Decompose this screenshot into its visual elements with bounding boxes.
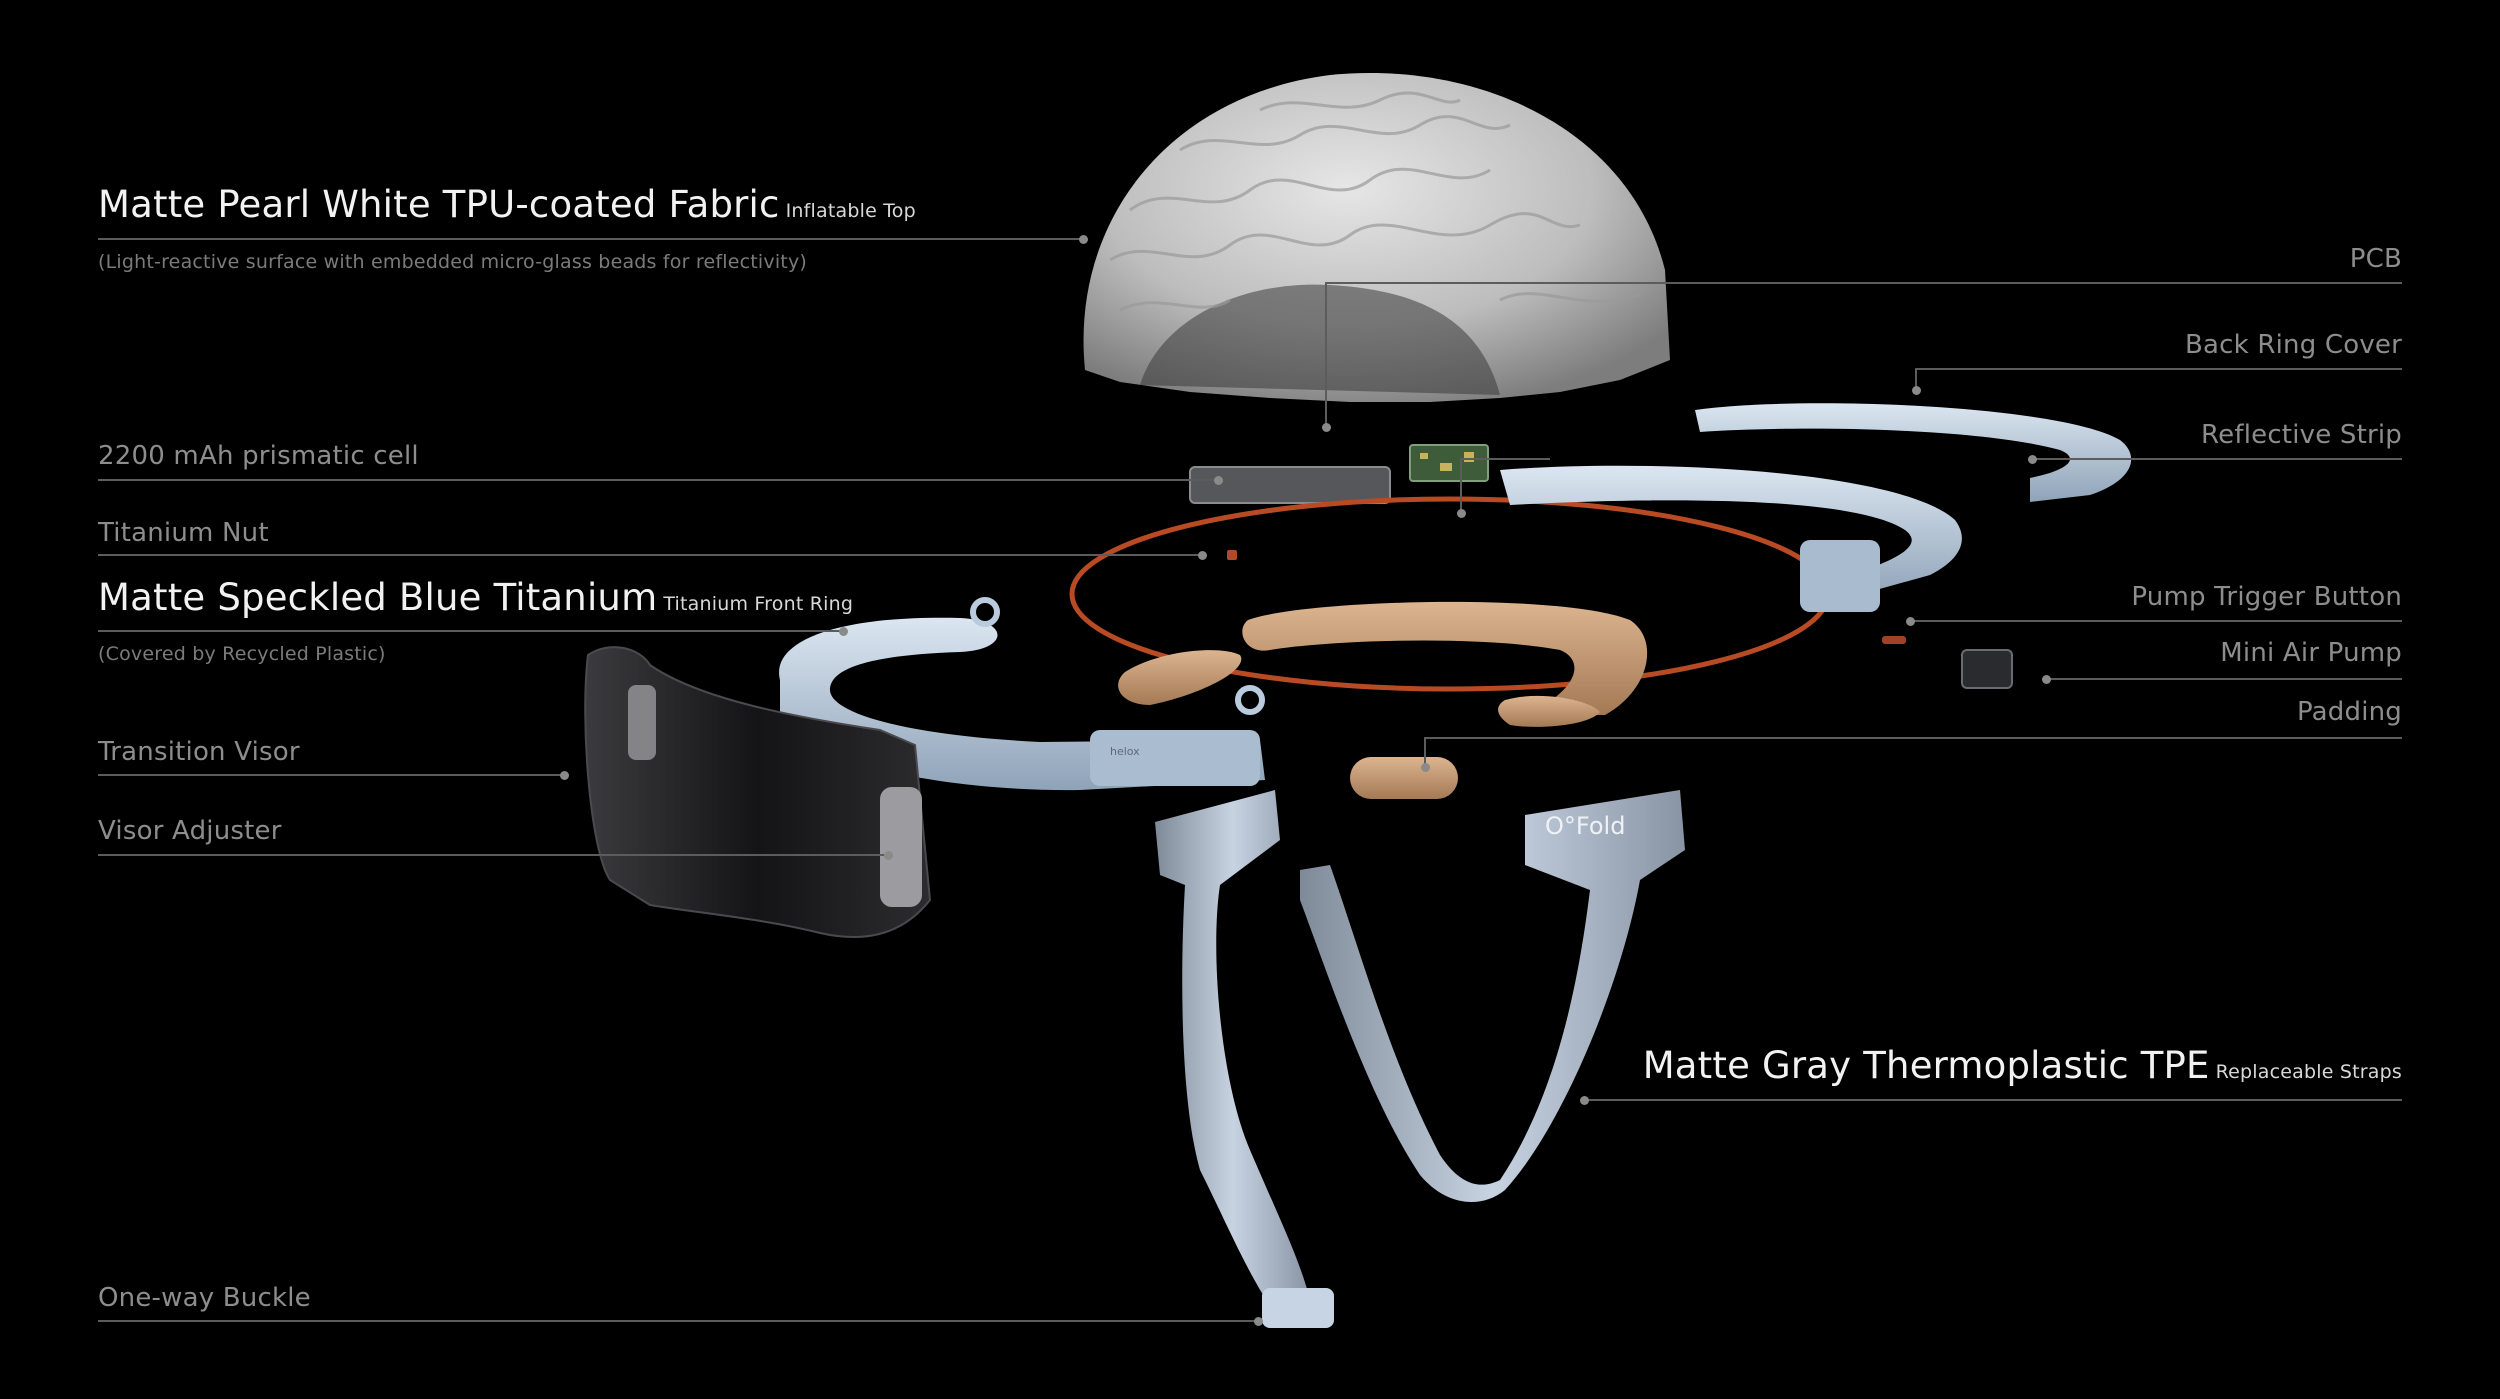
label-pump-trigger-button: Pump Trigger Button	[2131, 582, 2402, 612]
pump-trigger-button	[1882, 636, 1906, 644]
label-straps-sub: Replaceable Straps	[2215, 1061, 2402, 1083]
label-titanium-title: Matte Speckled Blue Titanium	[98, 576, 658, 619]
padding-back	[1242, 601, 1648, 715]
label-reflective-strip: Reflective Strip	[2201, 420, 2402, 450]
back-ring-cover	[1695, 403, 2132, 502]
ring-brand-mark: helox	[1110, 745, 1140, 758]
padding-right	[1498, 695, 1600, 727]
label-titanium-note: (Covered by Recycled Plastic)	[98, 643, 386, 665]
label-visor-adjuster: Visor Adjuster	[98, 816, 282, 846]
padding-left	[1118, 650, 1242, 705]
one-way-buckle	[1262, 1288, 1334, 1328]
label-fabric-note: (Light-reactive surface with embedded mi…	[98, 251, 808, 273]
back-ring	[1500, 465, 1962, 600]
label-titanium-nut: Titanium Nut	[98, 518, 269, 548]
straps-right	[1300, 790, 1685, 1202]
label-straps-title: Matte Gray Thermoplastic TPE	[1642, 1044, 2210, 1087]
pump-housing	[1800, 540, 1880, 612]
label-titanium-sub: Titanium Front Ring	[663, 593, 854, 615]
label-padding: Padding	[2296, 697, 2402, 727]
strap-logo: O°Fold	[1545, 812, 1625, 840]
titanium-nut	[1227, 550, 1237, 560]
label-fabric-title: Matte Pearl White TPU-coated Fabric	[98, 183, 780, 226]
straps-left	[1155, 790, 1310, 1320]
mini-air-pump	[1961, 649, 2013, 689]
inflatable-top-dome	[1083, 73, 1670, 403]
label-back-ring-cover: Back Ring Cover	[2184, 330, 2402, 360]
label-pcb: PCB	[2349, 244, 2402, 274]
label-transition-visor: Transition Visor	[98, 737, 300, 767]
label-mini-air-pump: Mini Air Pump	[2220, 638, 2402, 668]
label-battery-cell: 2200 mAh prismatic cell	[98, 441, 419, 471]
padding-center	[1350, 757, 1458, 799]
battery-cell	[1189, 466, 1391, 504]
label-fabric-sub: Inflatable Top	[785, 200, 916, 222]
label-one-way-buckle: One-way Buckle	[98, 1283, 311, 1313]
transition-visor	[584, 646, 932, 938]
visor-adjuster	[880, 787, 922, 907]
